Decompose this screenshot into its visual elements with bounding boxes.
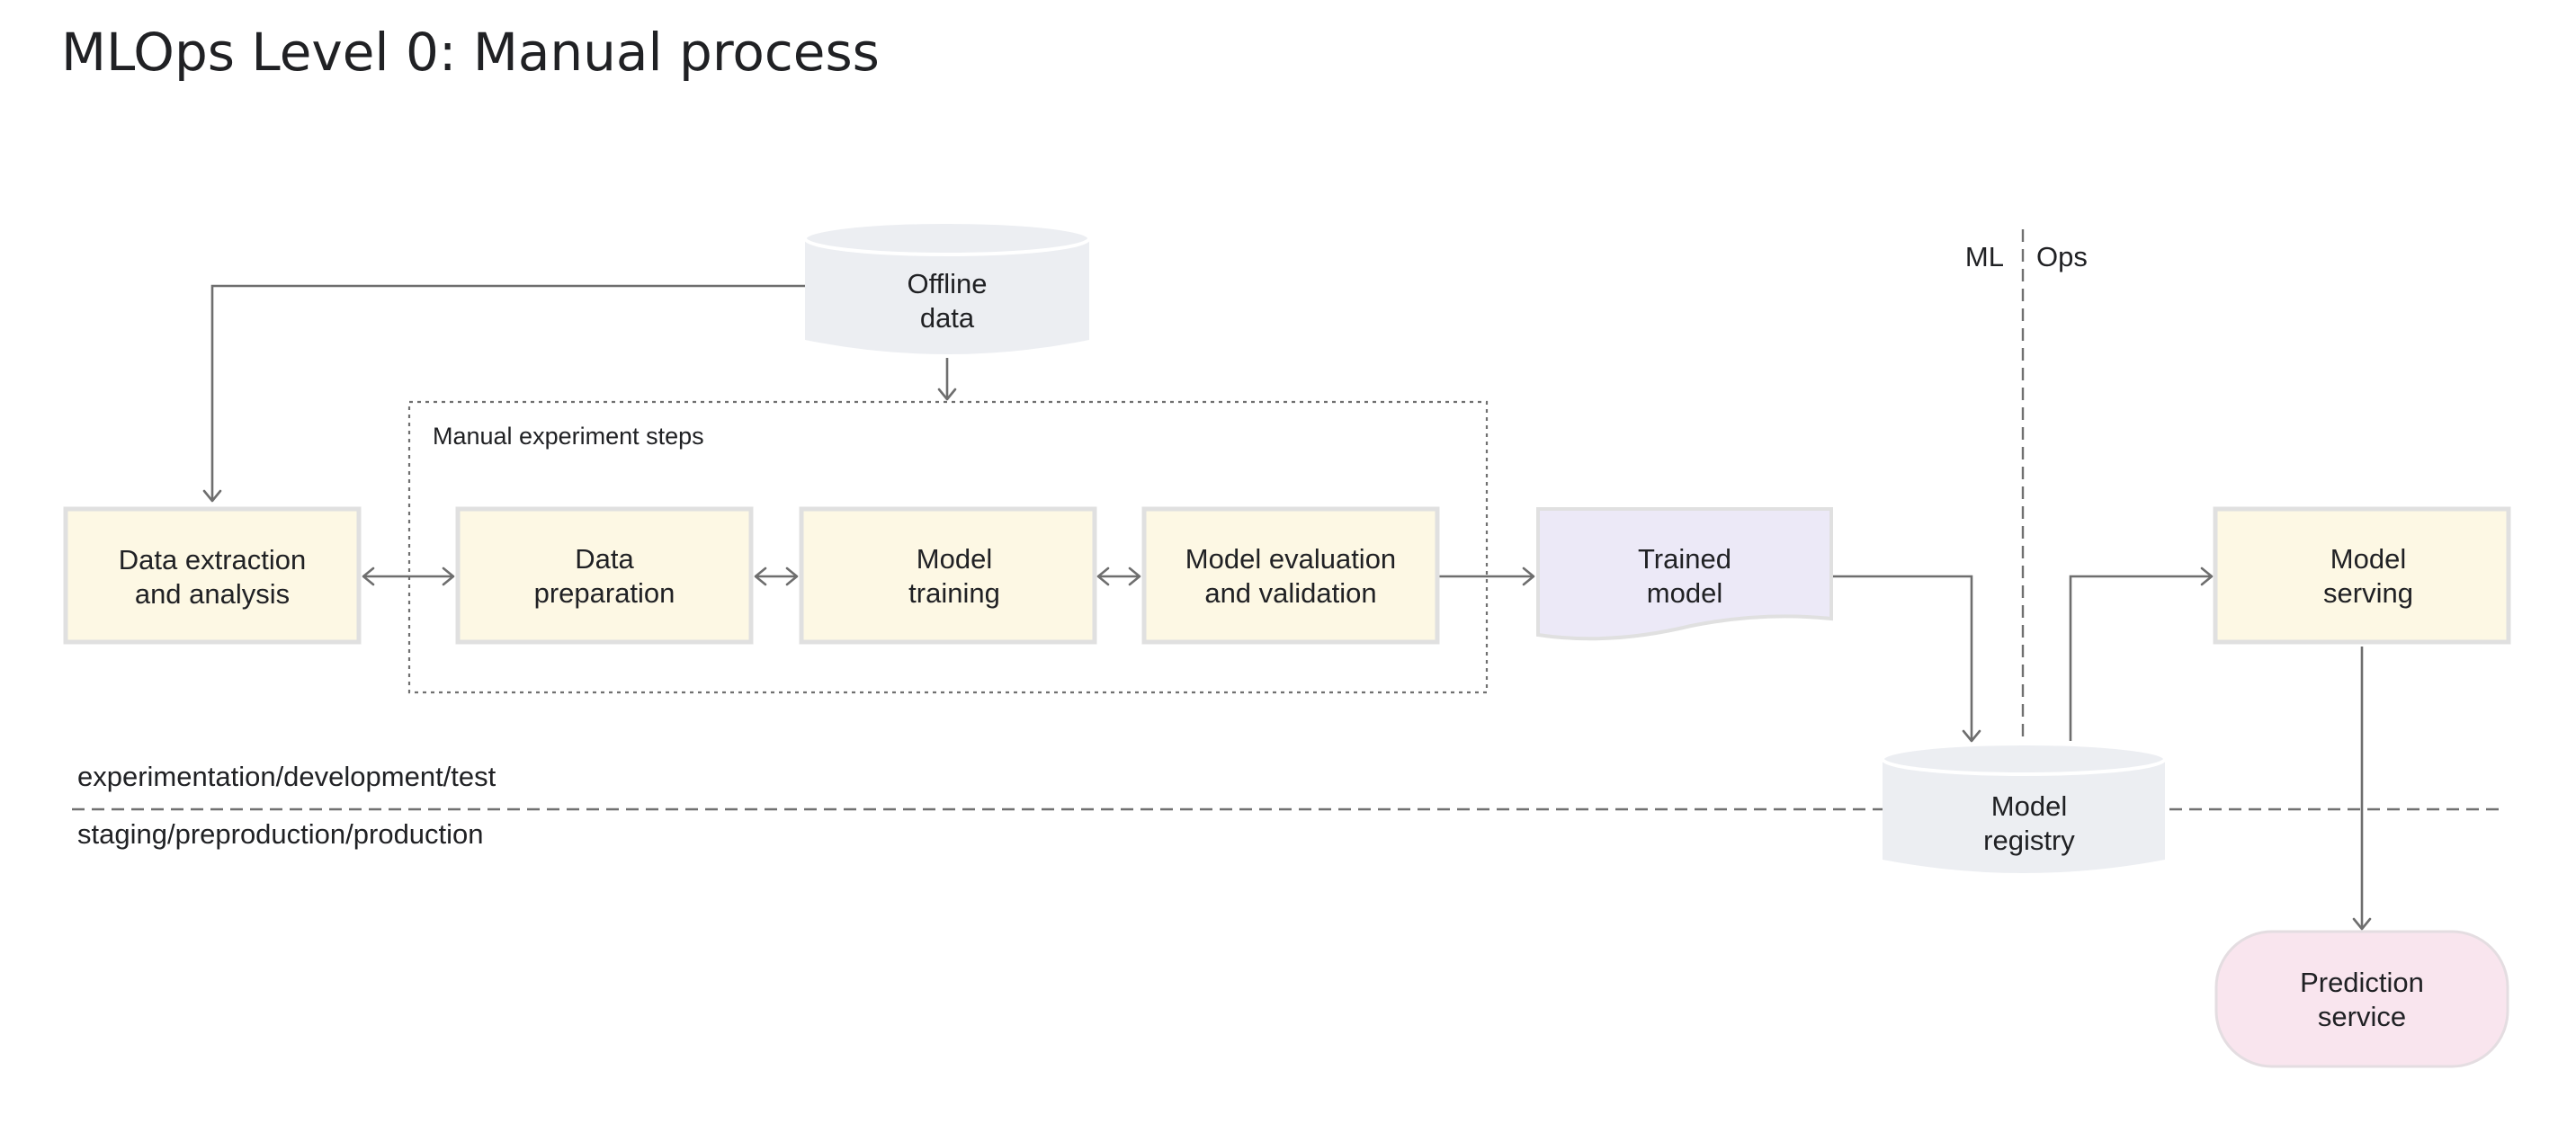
data-extraction-analysis-box: Data extraction and analysis [63,506,362,645]
arrowhead-to-extraction [202,489,222,503]
model-training-label-line1: Model [917,543,992,575]
data-preparation-box: Data preparation [455,506,754,645]
model-serving-label-line1: Model [2330,543,2406,575]
arrowhead-to-registry [1962,729,1981,743]
data-preparation-label-line2: preparation [534,577,675,609]
connector-registry-to-serving [2069,575,2212,741]
arrowhead-to-group [937,388,957,401]
model-training-label-line2: training [908,577,1000,609]
model-serving-label-line2: serving [2323,577,2413,609]
connector-trained-to-registry [1833,575,1973,739]
trained-model-artifact: Trained model [1536,507,1833,641]
arrowhead-to-trained [1522,566,1535,586]
arrowhead-training-right [785,566,799,586]
model-registry-store: Model registry [1881,742,2167,873]
trained-model-label-line1: Trained [1638,543,1731,575]
arrowhead-evaluation-right [1128,566,1141,586]
model-training-box: Model training [799,506,1097,645]
data-extraction-label-line1: Data extraction [119,544,307,575]
arrowhead-to-prediction [2352,917,2372,931]
manual-experiment-group [407,400,1489,694]
prediction-service-node: Prediction service [2214,930,2509,1068]
data-preparation-label-line1: Data [575,543,634,575]
model-registry-label-line2: registry [1983,825,2075,856]
offline-data-label-line2: data [920,302,975,334]
arrowhead-to-serving [2200,566,2214,586]
trained-model-label-line2: model [1647,577,1722,609]
model-evaluation-box: Model evaluation and validation [1141,506,1440,645]
zone-label-lower: staging/preproduction/production [77,818,484,850]
arrowhead-preparation-left [754,566,767,586]
zone-label-upper: experimentation/development/test [77,761,496,792]
model-evaluation-label-line1: Model evaluation [1185,543,1396,575]
prediction-service-label-line2: service [2318,1001,2406,1032]
model-evaluation-label-line2: and validation [1204,577,1376,609]
model-serving-box: Model serving [2213,506,2511,645]
page-title: MLOps Level 0: Manual process [61,22,880,83]
split-label-ml: ML [1965,241,2004,272]
arrowhead-extraction-left [362,566,375,586]
data-extraction-label-line2: and analysis [135,578,290,610]
offline-data-store: Offline data [803,220,1091,354]
split-label-ops: Ops [2036,241,2088,272]
arrowhead-training-left [1096,566,1110,586]
connector-offline-to-extraction [210,284,807,499]
arrowhead-preparation-right [442,566,455,586]
manual-experiment-label: Manual experiment steps [433,423,704,450]
offline-data-label-line1: Offline [907,268,987,299]
model-registry-label-line1: Model [1991,790,2067,822]
prediction-service-label-line1: Prediction [2300,967,2424,998]
